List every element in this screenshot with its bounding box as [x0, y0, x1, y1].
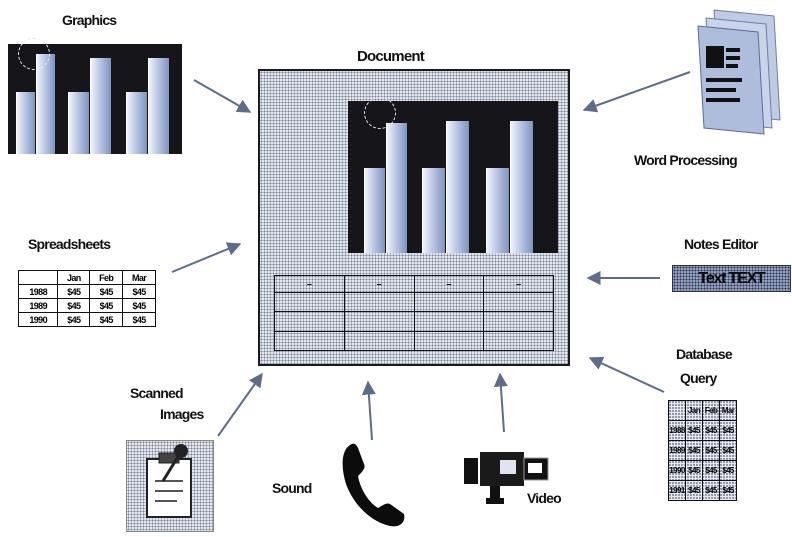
chart-bar — [364, 168, 385, 253]
graphics-label: Graphics — [62, 12, 117, 28]
document-chart — [348, 97, 558, 253]
table-cell: 1990 — [17, 312, 59, 327]
telephone-handset-icon — [338, 440, 410, 530]
table-cell: $45 — [719, 420, 737, 441]
chart-bar — [36, 54, 55, 154]
chart-bar — [386, 123, 407, 253]
chart-bar — [68, 92, 89, 154]
arrow-word-processing — [582, 71, 691, 113]
spreadsheet-table: Jan Feb Mar 1988 $45 $45 $45 1989 $45 $4… — [17, 270, 156, 327]
spreadsheets-label: Spreadsheets — [28, 236, 111, 252]
word-processing-label: Word Processing — [634, 152, 738, 168]
table-cell: $45 — [122, 312, 156, 327]
chart-bar — [422, 168, 445, 253]
document-title: Document — [357, 48, 425, 65]
document-frame: – – – – — [258, 69, 570, 366]
cylinder-outline-icon — [364, 97, 396, 129]
chart-bar — [16, 92, 35, 154]
video-label: Video — [527, 490, 562, 506]
arrow-video — [493, 372, 508, 433]
cylinder-outline-icon — [18, 38, 50, 70]
chart-bar — [148, 58, 169, 154]
database-label: Database — [676, 346, 733, 362]
arrow-scanned-images — [217, 372, 263, 437]
chart-bar — [510, 121, 533, 253]
chart-bar — [486, 168, 509, 253]
notes-text-sample: Text TEXT — [672, 265, 791, 292]
video-camera-icon — [462, 448, 550, 508]
clipboard-scanner-icon — [126, 440, 214, 532]
chart-bar — [90, 58, 111, 154]
table-cell: $45 — [719, 480, 737, 501]
arrow-graphics — [193, 79, 252, 113]
query-label: Query — [680, 370, 717, 386]
arrow-spreadsheets — [171, 242, 242, 273]
notes-editor-label: Notes Editor — [684, 236, 758, 252]
document-table: – – – – — [274, 275, 554, 352]
table-cell: $45 — [57, 312, 91, 327]
chart-bar — [126, 92, 147, 154]
graphics-chart — [8, 38, 182, 154]
images-label: Images — [160, 406, 204, 422]
sound-label: Sound — [272, 480, 312, 496]
chart-bar — [446, 121, 469, 253]
stacked-pages-icon — [696, 8, 788, 136]
table-cell: $45 — [702, 480, 720, 501]
arrow-sound — [361, 380, 376, 441]
arrow-database — [588, 356, 665, 393]
database-table: Jan Feb Mar 1988 $45 $45 $45 1989 $45 $4… — [668, 400, 737, 501]
scanned-label: Scanned — [130, 385, 184, 401]
